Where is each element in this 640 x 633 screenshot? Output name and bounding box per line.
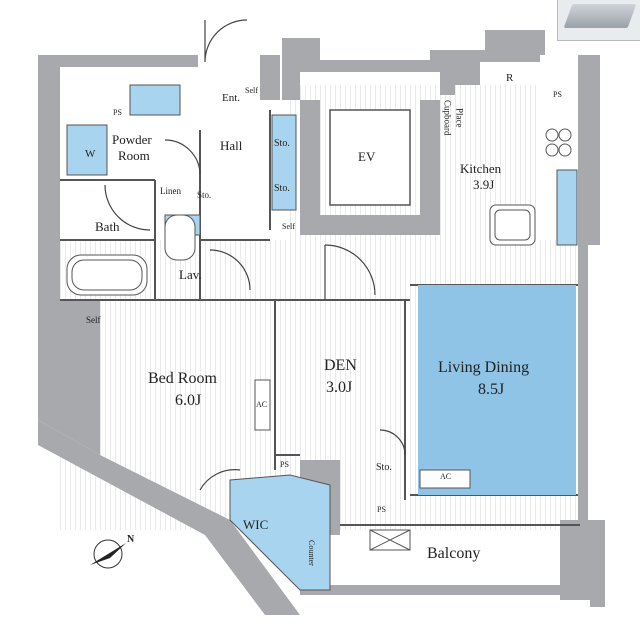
ps-marker-3: PS — [280, 460, 289, 469]
ps-marker-2: PS — [553, 90, 562, 99]
washer-label: W — [85, 148, 96, 160]
elevator-shaft — [329, 109, 411, 206]
linen-label: Linen — [160, 186, 181, 196]
refrigerator-label: R — [506, 72, 514, 84]
wic-floor — [229, 474, 331, 591]
lavatory-label: Lav. — [179, 267, 202, 282]
ac-bedroom-label: AC — [256, 400, 268, 409]
bedroom-label: Bed Room — [148, 370, 217, 387]
bath-label: Bath — [95, 219, 120, 234]
hall-label: Hall — [220, 138, 243, 153]
ps-marker-1: PS — [113, 108, 122, 117]
powder-room-label-1: Powder — [112, 132, 152, 147]
storage-small-label: Sto. — [197, 190, 212, 200]
balcony-label: Balcony — [427, 545, 481, 562]
north-compass — [90, 539, 126, 569]
bedroom-size: 6.0J — [175, 392, 202, 409]
fixtures — [66, 84, 578, 551]
door-swings — [104, 19, 406, 491]
ps-marker-4: PS — [377, 505, 386, 514]
cupboard-place-label: Place — [454, 108, 465, 128]
ev-label: EV — [358, 149, 376, 164]
powder-room-label-2: Room — [118, 148, 150, 163]
storage-den-label: Sto. — [376, 462, 392, 473]
storage-hall-2-label: Sto. — [274, 183, 290, 194]
reference-thumbnail — [557, 0, 640, 41]
den-label: DEN — [324, 357, 357, 374]
self-marker-2: Self — [282, 222, 295, 231]
self-marker-3: Self — [86, 315, 101, 325]
ac-living-label: AC — [440, 472, 452, 481]
counter-label: Counter — [307, 540, 317, 566]
living-dining-floor — [418, 285, 576, 495]
storage-hall-1-label: Sto. — [274, 138, 290, 149]
north-label: N — [127, 534, 135, 545]
den-size: 3.0J — [326, 379, 353, 396]
living-dining-label: Living Dining — [438, 359, 530, 376]
ac-unit-bedroom — [254, 379, 271, 431]
self-marker-1: Self — [245, 86, 258, 95]
kitchen-label: Kitchen — [460, 161, 502, 176]
cupboard-label: Cupboard — [442, 100, 453, 136]
ac-unit-living — [419, 469, 471, 489]
kitchen-size: 3.9J — [473, 177, 495, 192]
laptop-image — [563, 4, 637, 28]
wic-label: WIC — [243, 517, 269, 532]
entrance-label: Ent. — [222, 92, 241, 104]
living-dining-size: 8.5J — [478, 381, 505, 398]
